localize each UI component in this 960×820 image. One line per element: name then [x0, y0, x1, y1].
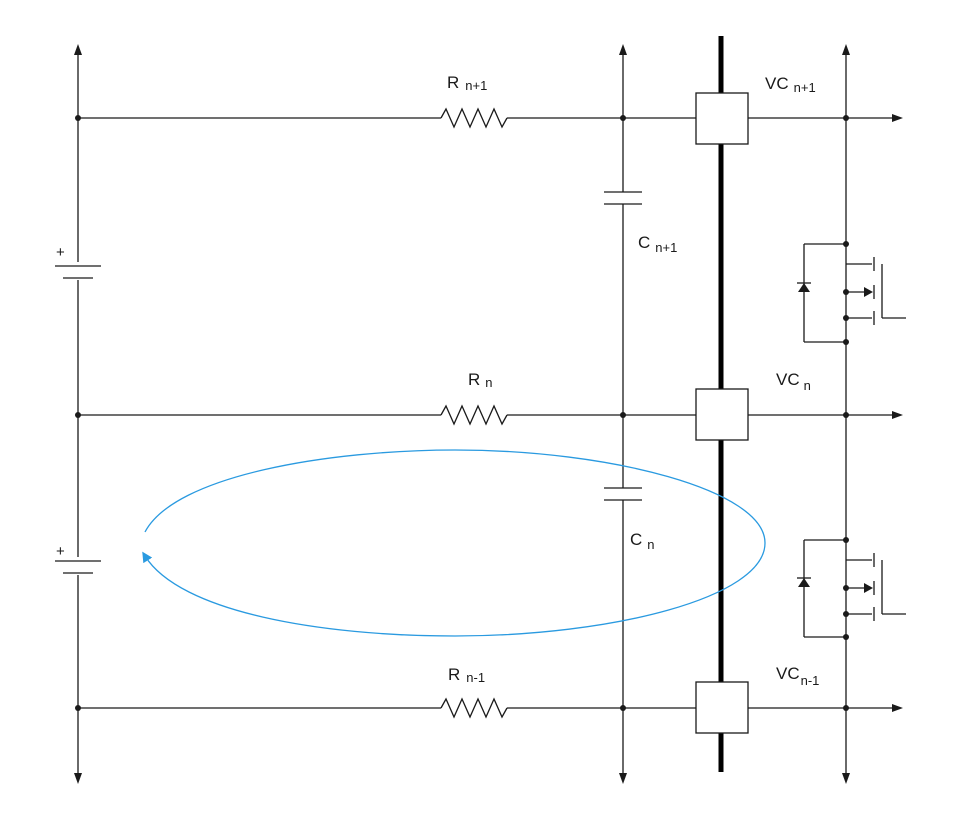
battery-plus-label: +	[56, 244, 65, 261]
vc-mid-arrow-icon	[892, 411, 903, 419]
body-diode-bottom-icon	[798, 578, 810, 587]
mosfet-top	[797, 243, 906, 343]
rail-arrow-up-icon	[74, 44, 82, 55]
battery-plus-label: +	[56, 543, 65, 560]
cap-rail-arrow-up-icon	[619, 44, 627, 55]
vc-bottom-arrow-icon	[892, 704, 903, 712]
ic-box-bottom	[695, 681, 749, 734]
current-loop-arrow	[142, 449, 766, 637]
branch-top	[78, 107, 903, 129]
rail-arrow-down-icon	[74, 773, 82, 784]
vc-top-arrow-icon	[892, 114, 903, 122]
ic-box-mid	[695, 388, 749, 441]
resistor-top	[440, 107, 508, 129]
left-rail	[74, 44, 82, 784]
battery-cell-bottom: +	[55, 543, 101, 574]
branch-mid	[78, 404, 903, 426]
ic-box-top	[695, 92, 749, 145]
right-rail-arrow-up-icon	[842, 44, 850, 55]
capacitor-rail	[604, 44, 642, 784]
body-diode-top-icon	[798, 283, 810, 292]
battery-cell-top: +	[55, 244, 101, 279]
right-rail-arrow-down-icon	[842, 773, 850, 784]
mosfet-bottom	[797, 539, 906, 638]
branch-bottom	[78, 697, 903, 719]
resistor-bottom	[440, 697, 508, 719]
resistor-mid	[440, 404, 508, 426]
cap-rail-arrow-down-icon	[619, 773, 627, 784]
vc-bottom-label: VCn-1	[776, 664, 819, 688]
junction-dots	[75, 115, 849, 711]
